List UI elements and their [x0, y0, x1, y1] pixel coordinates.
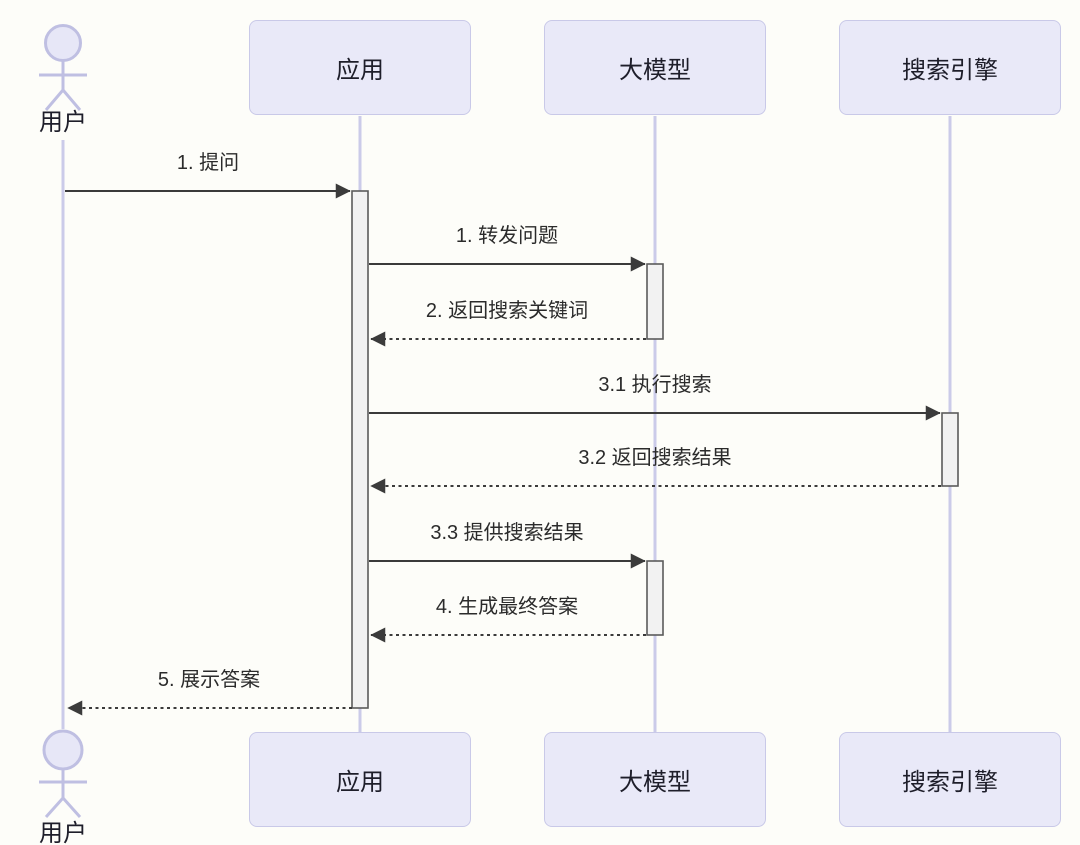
participant-label-model: 大模型	[619, 57, 691, 84]
participant-label-app: 应用	[336, 57, 384, 84]
participant-label-model: 大模型	[619, 769, 691, 796]
activation-bars	[351, 190, 959, 709]
participant-box-model-top: 大模型	[544, 20, 766, 115]
message-label-7: 4. 生成最终答案	[435, 596, 579, 618]
activation-model-2	[646, 560, 664, 636]
actor-label-user-top: 用户	[39, 109, 87, 136]
actor-leg-left	[44, 89, 65, 111]
message-label-8: 5. 展示答案	[157, 669, 261, 691]
message-label-4: 3.1 执行搜索	[598, 374, 712, 396]
participant-label-search: 搜索引擎	[902, 57, 998, 84]
actor-head	[44, 24, 82, 62]
participant-box-app-top: 应用	[249, 20, 471, 115]
actor-label-user-bottom: 用户	[39, 820, 87, 845]
activation-search	[941, 412, 959, 487]
participant-box-search-bottom: 搜索引擎	[839, 732, 1061, 827]
message-arrows	[65, 183, 941, 716]
actor-figure-bottom	[39, 729, 87, 819]
participant-label-search: 搜索引擎	[902, 769, 998, 796]
participant-box-search-top: 搜索引擎	[839, 20, 1061, 115]
message-label-6: 3.3 提供搜索结果	[430, 522, 584, 544]
message-label-5: 3.2 返回搜索结果	[578, 447, 732, 469]
lifelines	[61, 116, 952, 732]
message-label-1: 1. 提问	[176, 152, 240, 174]
participant-box-app-bottom: 应用	[249, 732, 471, 827]
message-label-2: 1. 转发问题	[455, 225, 559, 247]
actor-figure-top	[39, 24, 87, 111]
participant-box-model-bottom: 大模型	[544, 732, 766, 827]
message-label-3: 2. 返回搜索关键词	[425, 300, 589, 322]
actor-head	[42, 729, 84, 771]
actor-leg-right	[61, 796, 82, 819]
actor-leg-left	[44, 796, 65, 819]
activation-app	[351, 190, 369, 709]
actor-leg-right	[61, 89, 82, 111]
participant-label-app: 应用	[336, 769, 384, 796]
activation-model-1	[646, 263, 664, 340]
